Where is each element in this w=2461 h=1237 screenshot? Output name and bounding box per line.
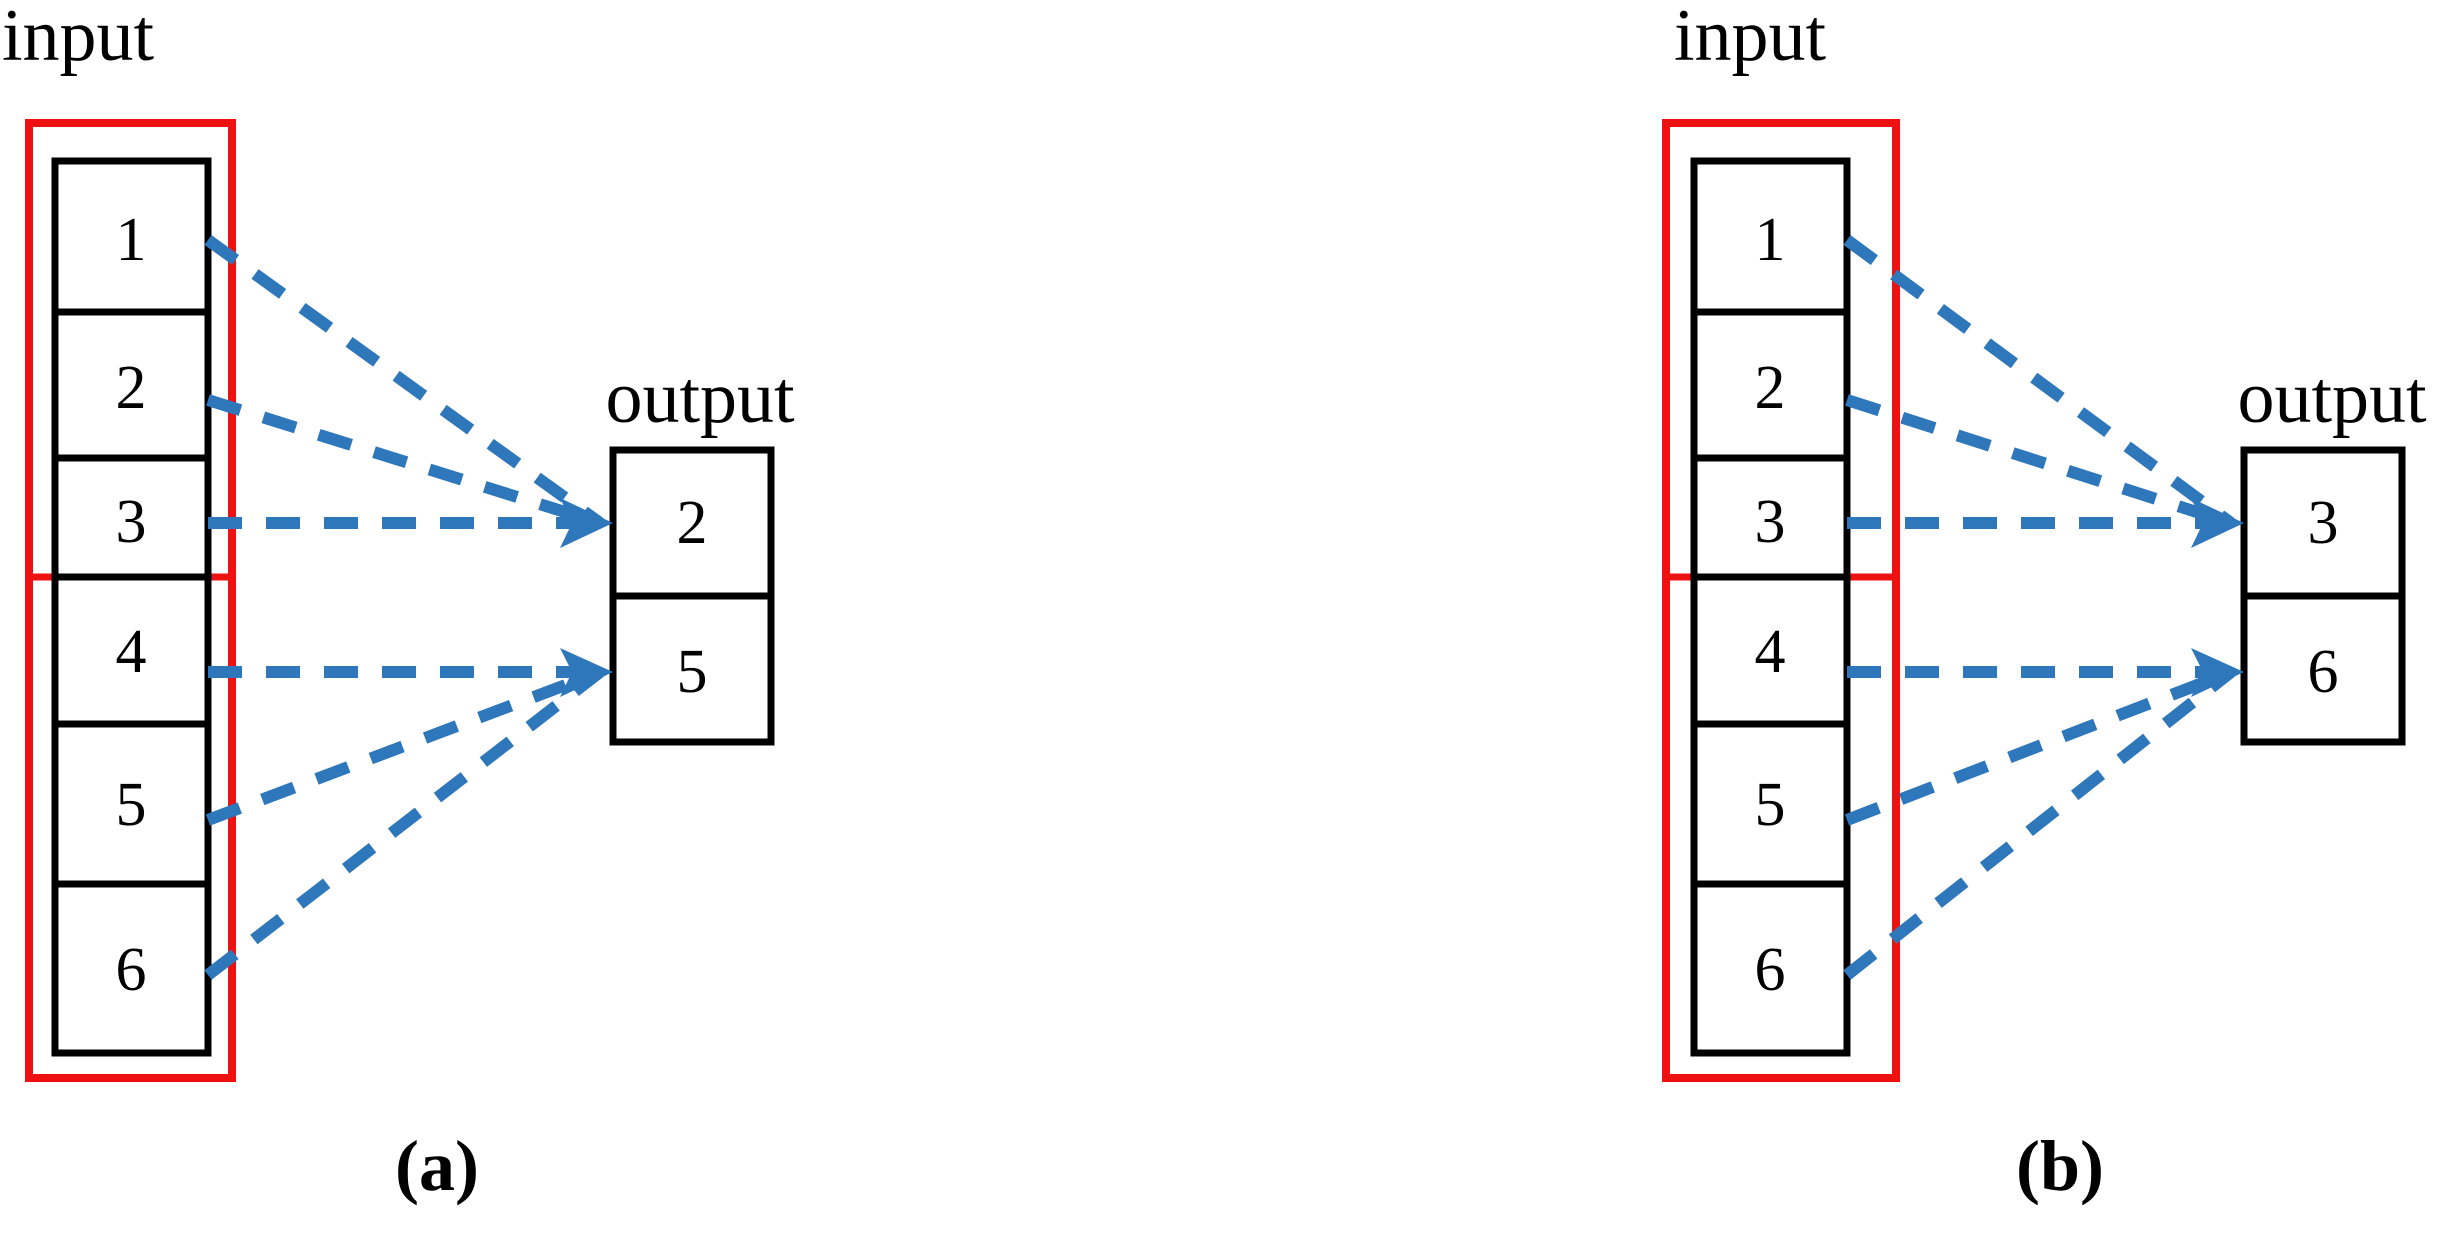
panel-a-arrowhead-out1 (560, 498, 613, 548)
panel-b-input-cell-2: 2 (1755, 354, 1786, 422)
panel-a-arrowhead-out2 (560, 648, 613, 697)
panel-b-arrowhead-out1 (2191, 498, 2244, 548)
panel-a-input-label: input (2, 0, 155, 77)
panel-a-edge-6-to-out2 (204, 667, 604, 980)
panel-a-edge-2-to-out1 (206, 394, 602, 529)
panel-a-input-column (51, 157, 212, 1057)
panel-b: input 1 2 3 4 5 6 output 3 6 (1662, 0, 2427, 1206)
panel-a: input 1 2 3 4 5 6 output 2 5 (2, 0, 795, 1206)
panel-b-output-cell-1: 3 (2308, 489, 2339, 557)
panel-b-edge-1-to-out1 (1843, 235, 2235, 528)
panel-a-output-cell-2: 5 (677, 638, 708, 706)
panel-b-caption: (b) (2016, 1126, 2104, 1206)
panel-a-edge-1-to-out1 (204, 235, 604, 528)
panel-b-input-cell-6: 6 (1755, 936, 1786, 1004)
panel-a-input-cell-5: 5 (116, 771, 147, 839)
panel-a-input-cell-2: 2 (116, 354, 147, 422)
panel-b-output-cell-2: 6 (2308, 638, 2339, 706)
panel-b-arrowhead-out2 (2191, 648, 2244, 697)
panel-a-output-label: output (605, 357, 795, 439)
panel-b-input-label: input (1674, 0, 1827, 77)
panel-a-input-cell-3: 3 (116, 488, 147, 556)
panel-a-output-cell-1: 2 (677, 489, 708, 557)
panel-a-region-outline (25, 119, 236, 1082)
panel-b-edge-5-to-out2 (1844, 666, 2234, 826)
panel-b-input-cell-3: 3 (1755, 488, 1786, 556)
panel-a-input-cell-4: 4 (116, 618, 147, 686)
panel-a-input-cell-1: 1 (116, 206, 147, 274)
panel-b-input-cell-1: 1 (1755, 206, 1786, 274)
panel-b-input-cell-5: 5 (1755, 771, 1786, 839)
panel-b-edge-6-to-out2 (1843, 667, 2235, 980)
panel-b-input-cell-4: 4 (1755, 618, 1786, 686)
panel-a-input-cell-6: 6 (116, 936, 147, 1004)
panel-b-output-label: output (2237, 357, 2427, 439)
panel-a-caption: (a) (395, 1126, 479, 1206)
panel-b-edge-2-to-out1 (1845, 394, 2233, 529)
panel-b-input-column (1690, 157, 1851, 1057)
panel-a-edge-5-to-out2 (205, 666, 603, 826)
panel-b-region-outline (1662, 119, 1900, 1082)
